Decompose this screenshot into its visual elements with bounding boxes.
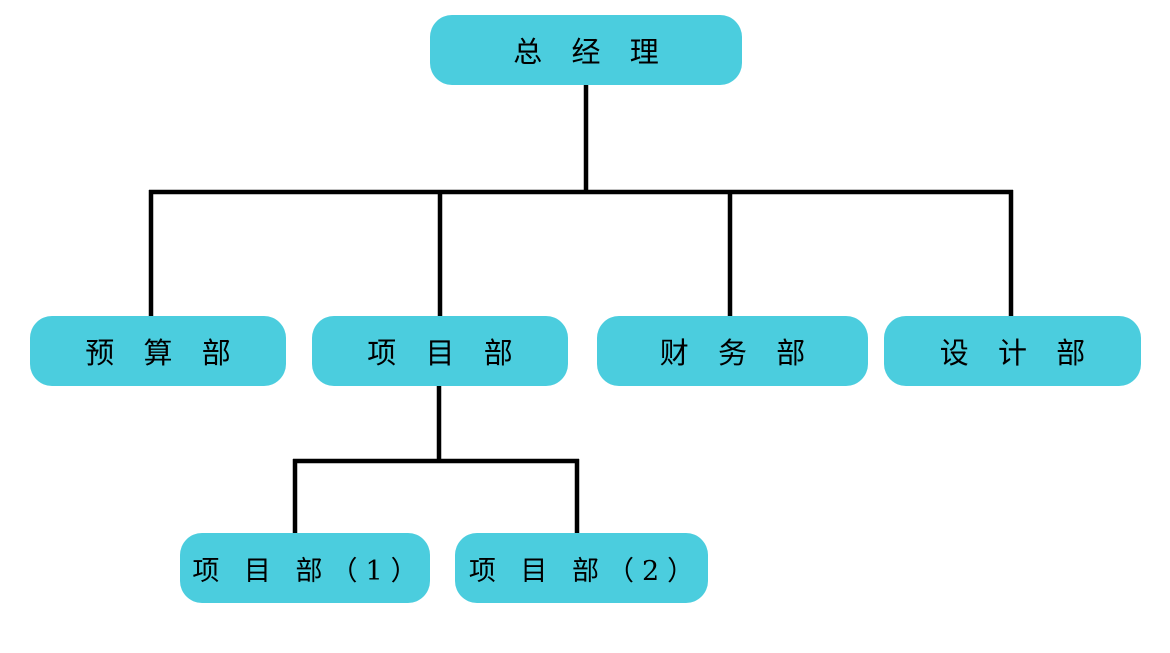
node-budget-dept: 预 算 部 xyxy=(30,316,286,386)
node-finance-dept: 财 务 部 xyxy=(597,316,868,386)
node-general-manager: 总 经 理 xyxy=(430,15,742,85)
node-project-dept-2: 项 目 部（2） xyxy=(455,533,708,603)
node-project-dept: 项 目 部 xyxy=(312,316,568,386)
node-project-dept-1: 项 目 部（1） xyxy=(180,533,430,603)
node-design-dept: 设 计 部 xyxy=(884,316,1141,386)
